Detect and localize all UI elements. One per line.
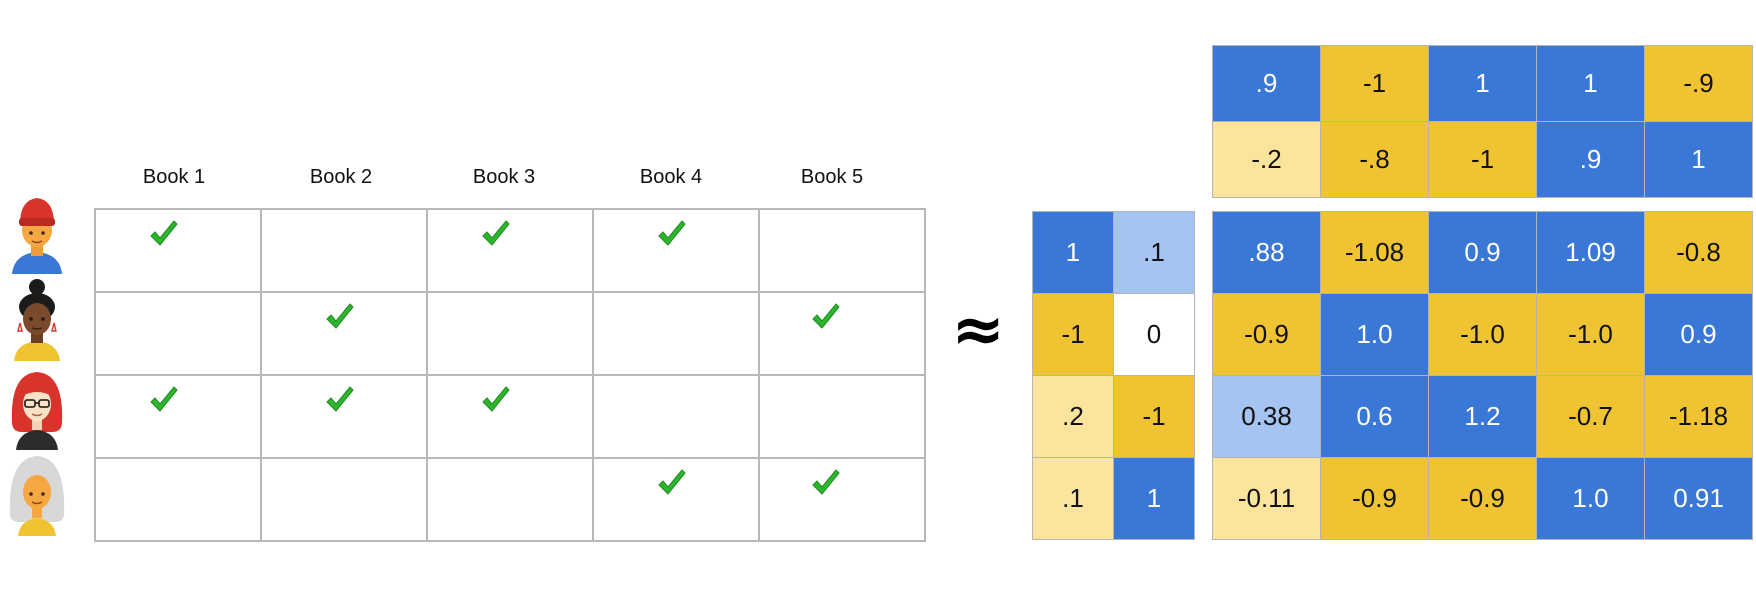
book-header-5: Book 5 [800,166,864,188]
matrix-cell: -0.9 [1213,294,1320,375]
matrix-cell: 1 [1114,458,1194,539]
matrix-cell: .9 [1537,122,1644,197]
matrix-cell: -0.11 [1213,458,1320,539]
matrix-cell: 0 [1114,294,1194,375]
matrix-cell: -1.0 [1537,294,1644,375]
rating-cell [594,376,760,459]
matrix-cell: -1.0 [1429,294,1536,375]
checkmark-icon [809,301,843,335]
matrix-cell: 0.9 [1429,212,1536,293]
rating-cell [262,293,428,376]
avatar-bun-earrings-icon [14,279,60,361]
rating-cell [760,376,926,459]
matrix-cell: .2 [1033,376,1113,457]
avatar-white-hair-icon [9,456,65,536]
avatar-bun-earrings [8,277,66,361]
book-header-3: Book 3 [472,166,536,188]
avatar-red-hair-glasses [8,366,66,450]
matrix-cell: 0.91 [1645,458,1752,539]
rating-cell [96,459,262,542]
matrix-cell: 0.6 [1321,376,1428,457]
matrix-cell: 1 [1429,46,1536,121]
checkmark-icon [655,218,689,252]
matrix-cell: 1.09 [1537,212,1644,293]
rating-cell [262,459,428,542]
rating-cell [428,376,594,459]
rating-cell [760,293,926,376]
rating-cell [594,293,760,376]
matrix-cell: .9 [1213,46,1320,121]
matrix-cell: -1.08 [1321,212,1428,293]
avatar-red-hair-glasses-icon [11,372,63,450]
matrix-cell: -.2 [1213,122,1320,197]
matrix-cell: -1 [1429,122,1536,197]
book-header-2: Book 2 [309,166,373,188]
checkmark-icon [809,467,843,501]
matrix-cell: 1.2 [1429,376,1536,457]
matrix-cell: -0.8 [1645,212,1752,293]
matrix-cell: .1 [1114,212,1194,293]
checkmark-icon [655,467,689,501]
matrix-cell: -.9 [1645,46,1752,121]
matrix-cell: -1 [1114,376,1194,457]
avatar-white-hair [8,452,66,536]
matrix-cell: 0.38 [1213,376,1320,457]
matrix-cell: -0.7 [1537,376,1644,457]
matrix-cell: -0.9 [1321,458,1428,539]
checkmark-icon [147,384,181,418]
approx-symbol: ≈ [951,293,1005,367]
checkmark-icon [323,301,357,335]
book-header-4: Book 4 [639,166,703,188]
matrix-cell: -1 [1321,46,1428,121]
rating-cell [428,459,594,542]
matrix-cell: .1 [1033,458,1113,539]
matrix-cell: 1 [1537,46,1644,121]
matrix-cell: 0.9 [1645,294,1752,375]
matrix-cell: .88 [1213,212,1320,293]
rating-cell [760,459,926,542]
matrix-cell: 1 [1033,212,1113,293]
rating-cell [428,210,594,293]
avatar-red-beanie-icon [12,198,62,274]
rating-cell [594,459,760,542]
ratings-matrix [94,208,926,542]
matrix-cell: -.8 [1321,122,1428,197]
rating-cell [96,210,262,293]
checkmark-icon [479,218,513,252]
rating-cell [96,376,262,459]
rating-cell [428,293,594,376]
rating-cell [262,210,428,293]
checkmark-icon [479,384,513,418]
avatar-red-beanie [8,190,66,274]
matrix-cell: 1 [1645,122,1752,197]
matrix-cell: -1 [1033,294,1113,375]
matrix-cell: -1.18 [1645,376,1752,457]
rating-cell [594,210,760,293]
rating-cell [96,293,262,376]
book-header-1: Book 1 [142,166,206,188]
checkmark-icon [147,218,181,252]
matrix-cell: 1.0 [1537,458,1644,539]
matrix-cell: 1.0 [1321,294,1428,375]
matrix-cell: -0.9 [1429,458,1536,539]
rating-cell [760,210,926,293]
rating-cell [262,376,428,459]
checkmark-icon [323,384,357,418]
